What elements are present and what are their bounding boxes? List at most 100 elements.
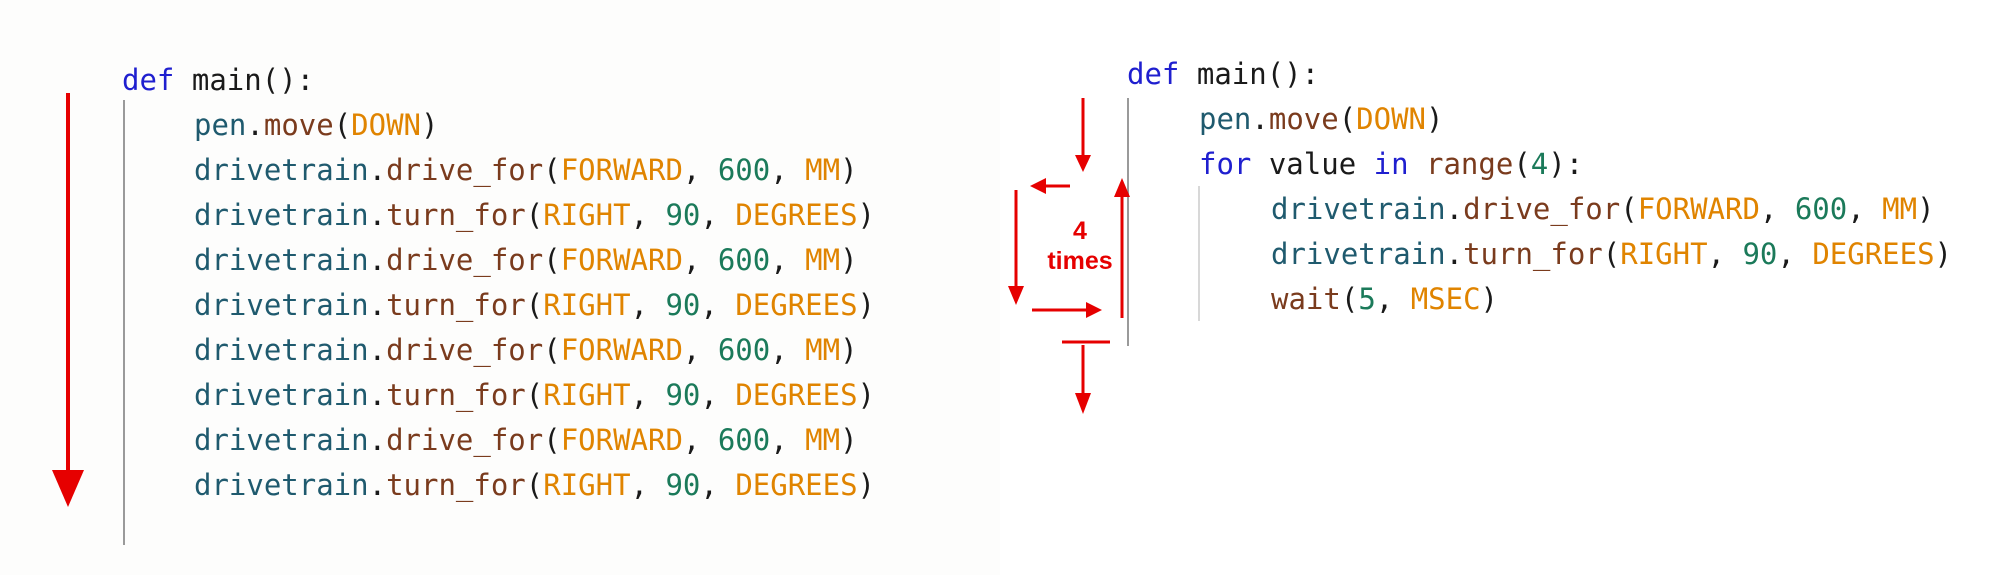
code-token: drivetrain — [194, 288, 369, 322]
code-token: drivetrain — [194, 378, 369, 412]
code-token: ( — [543, 243, 561, 277]
code-token: . — [368, 198, 387, 232]
code-token: 90 — [665, 468, 701, 502]
code-token: , — [630, 288, 666, 322]
code-line: drivetrain.drive_for(FORWARD, 600, MM) — [194, 422, 858, 458]
code-token: ) — [840, 153, 858, 187]
right-indent-guide — [1127, 98, 1129, 346]
code-token: range — [1426, 147, 1514, 181]
sequential-code-panel — [0, 0, 1000, 575]
code-token: MM — [805, 153, 841, 187]
code-token: ( — [1602, 237, 1621, 271]
code-token: drivetrain — [194, 468, 369, 502]
code-token: value — [1251, 147, 1374, 181]
code-token: 90 — [665, 378, 701, 412]
code-token: drivetrain — [194, 243, 369, 277]
code-token: . — [368, 423, 387, 457]
code-token: . — [368, 243, 387, 277]
code-token: , — [1847, 192, 1883, 226]
code-line: drivetrain.turn_for(RIGHT, 90, DEGREES) — [194, 197, 875, 233]
code-token: , — [630, 198, 666, 232]
code-token: turn_for — [386, 378, 526, 412]
code-token: MSEC — [1410, 282, 1481, 316]
code-token: FORWARD — [560, 333, 683, 367]
loop-code-panel — [1000, 0, 2000, 575]
code-line: wait(5, MSEC) — [1271, 281, 1498, 317]
code-token: . — [368, 468, 387, 502]
code-token: ): — [1548, 147, 1584, 181]
code-token: MM — [805, 333, 841, 367]
code-token: wait — [1271, 282, 1341, 316]
code-token: DEGREES — [735, 378, 858, 412]
code-token: ( — [525, 198, 544, 232]
code-token: move — [1268, 102, 1339, 136]
code-token: DOWN — [351, 108, 422, 142]
code-token: ( — [1620, 192, 1638, 226]
code-token: RIGHT — [543, 378, 631, 412]
code-token: 90 — [665, 198, 701, 232]
code-line: drivetrain.turn_for(RIGHT, 90, DEGREES) — [194, 287, 875, 323]
code-token: , — [682, 153, 718, 187]
code-token: FORWARD — [560, 153, 683, 187]
code-token: , — [682, 423, 718, 457]
code-token: . — [368, 288, 387, 322]
code-token: drivetrain — [194, 333, 369, 367]
code-line: drivetrain.drive_for(FORWARD, 600, MM) — [1271, 191, 1935, 227]
code-token: main — [1196, 57, 1267, 91]
code-token: ( — [525, 468, 544, 502]
code-token: 90 — [1742, 237, 1778, 271]
code-token: turn_for — [386, 198, 526, 232]
code-token: , — [682, 333, 718, 367]
loop-return-arrow-left — [1030, 178, 1070, 194]
loop-exit-arrow — [1062, 340, 1110, 414]
code-token: . — [1445, 237, 1464, 271]
code-token: . — [246, 108, 264, 142]
code-token: , — [1777, 237, 1813, 271]
right-loop-indent-guide — [1198, 186, 1200, 321]
code-token: ( — [525, 378, 544, 412]
code-token: 600 — [717, 153, 771, 187]
code-token: pen — [1199, 102, 1252, 136]
code-token: , — [700, 288, 736, 322]
code-line: drivetrain.turn_for(RIGHT, 90, DEGREES) — [194, 467, 875, 503]
code-token: drive_for — [386, 423, 544, 457]
code-token: RIGHT — [543, 468, 631, 502]
code-token: , — [1375, 282, 1411, 316]
loop-count-word: times — [1047, 247, 1113, 275]
code-line: drivetrain.drive_for(FORWARD, 600, MM) — [194, 332, 858, 368]
code-token: def — [122, 63, 175, 97]
code-token: ( — [543, 153, 561, 187]
code-token: ) — [857, 378, 875, 412]
code-token: , — [770, 333, 806, 367]
code-line: def main(): — [1127, 56, 1319, 92]
code-token: ( — [1338, 102, 1357, 136]
code-token: DEGREES — [735, 198, 858, 232]
loop-count-label: 4 times — [1040, 216, 1120, 276]
code-token: . — [368, 153, 387, 187]
code-token: ) — [1426, 102, 1444, 136]
code-token: . — [1445, 192, 1464, 226]
code-token: MM — [1882, 192, 1918, 226]
code-token: ) — [840, 333, 858, 367]
code-token: move — [263, 108, 334, 142]
loop-bottom-right-arrow — [1032, 302, 1102, 318]
code-token: 600 — [1794, 192, 1848, 226]
code-token: , — [630, 468, 666, 502]
loop-entry-arrow — [1075, 98, 1091, 172]
code-token: , — [770, 423, 806, 457]
code-token: RIGHT — [543, 198, 631, 232]
code-token: FORWARD — [1637, 192, 1760, 226]
code-token: , — [700, 198, 736, 232]
code-token: , — [770, 243, 806, 277]
code-token: ) — [1934, 237, 1952, 271]
code-token: ) — [857, 468, 875, 502]
code-token: ( — [543, 333, 561, 367]
code-token: . — [1251, 102, 1269, 136]
code-token: turn_for — [386, 468, 526, 502]
left-indent-guide — [123, 100, 125, 545]
code-token: drivetrain — [194, 198, 369, 232]
code-token: DEGREES — [735, 288, 858, 322]
code-token: drivetrain — [194, 153, 369, 187]
code-line: for value in range(4): — [1199, 146, 1583, 182]
